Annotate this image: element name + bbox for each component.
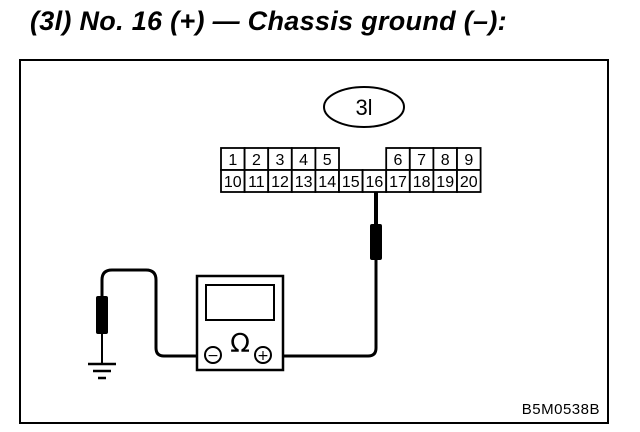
pin-3: 3 [267, 147, 293, 171]
positive-terminal [254, 346, 272, 364]
pin-label: 18 [413, 174, 431, 191]
pin-label: 16 [366, 174, 384, 191]
positive-probe [370, 224, 382, 260]
pin-label: 7 [417, 152, 426, 169]
positive-lead [268, 192, 382, 358]
pin-10: 10 [220, 169, 246, 193]
ohmmeter: Ω − + [195, 274, 285, 372]
pin-9: 9 [456, 147, 482, 171]
pin-4: 4 [290, 147, 317, 171]
pin-label: 15 [342, 174, 360, 191]
connector-bottom-row: 10 11 12 13 14 15 16 17 18 19 20 [220, 169, 482, 193]
pin-label: 11 [248, 174, 265, 191]
pin-18: 18 [408, 169, 435, 193]
pin-1: 1 [220, 147, 246, 171]
figure-code: B5M0538B [521, 401, 600, 418]
pin-label: 5 [323, 152, 332, 169]
pin-label: 1 [228, 152, 237, 169]
diagram-title: (3l) No. 16 (+) — Chassis ground (–): [30, 6, 507, 36]
pin-13: 13 [290, 169, 317, 193]
pin-17: 17 [385, 169, 411, 193]
pin-label: 2 [252, 152, 261, 169]
pin-7: 7 [408, 147, 435, 171]
pin-6: 6 [385, 147, 411, 171]
connector-label: 3l [355, 95, 372, 120]
meter-display [205, 284, 275, 321]
pin-14: 14 [314, 169, 340, 193]
pin-20: 20 [456, 169, 482, 193]
pin-label: 3 [276, 152, 285, 169]
negative-terminal-label: − [207, 348, 219, 364]
pin-label: 6 [394, 152, 403, 169]
pin-label: 13 [295, 174, 313, 191]
pin-label: 12 [271, 174, 289, 191]
pin-label: 19 [436, 174, 454, 191]
negative-terminal [204, 346, 222, 364]
pin-label: 20 [460, 174, 478, 191]
pin-label: 4 [299, 152, 308, 169]
ohm-symbol: Ω [230, 329, 250, 359]
negative-lead [96, 268, 212, 364]
pin-16: 16 [361, 169, 388, 193]
pin-12: 12 [267, 169, 293, 193]
chassis-ground-symbol [88, 362, 116, 380]
pin-label: 10 [224, 174, 242, 191]
pin-label: 14 [318, 174, 336, 191]
negative-probe [96, 296, 108, 334]
pin-19: 19 [432, 169, 458, 193]
pin-2: 2 [243, 147, 270, 171]
pin-5: 5 [314, 147, 340, 171]
pin-label: 9 [464, 152, 473, 169]
pin-label: 8 [441, 152, 450, 169]
pin-11: 11 [243, 169, 270, 193]
connector-label-badge: 3l [323, 86, 405, 128]
pin-label: 17 [389, 174, 407, 191]
diagram-frame [19, 59, 609, 424]
pin-8: 8 [432, 147, 458, 171]
positive-terminal-label: + [257, 348, 269, 364]
pin-15: 15 [338, 169, 364, 193]
